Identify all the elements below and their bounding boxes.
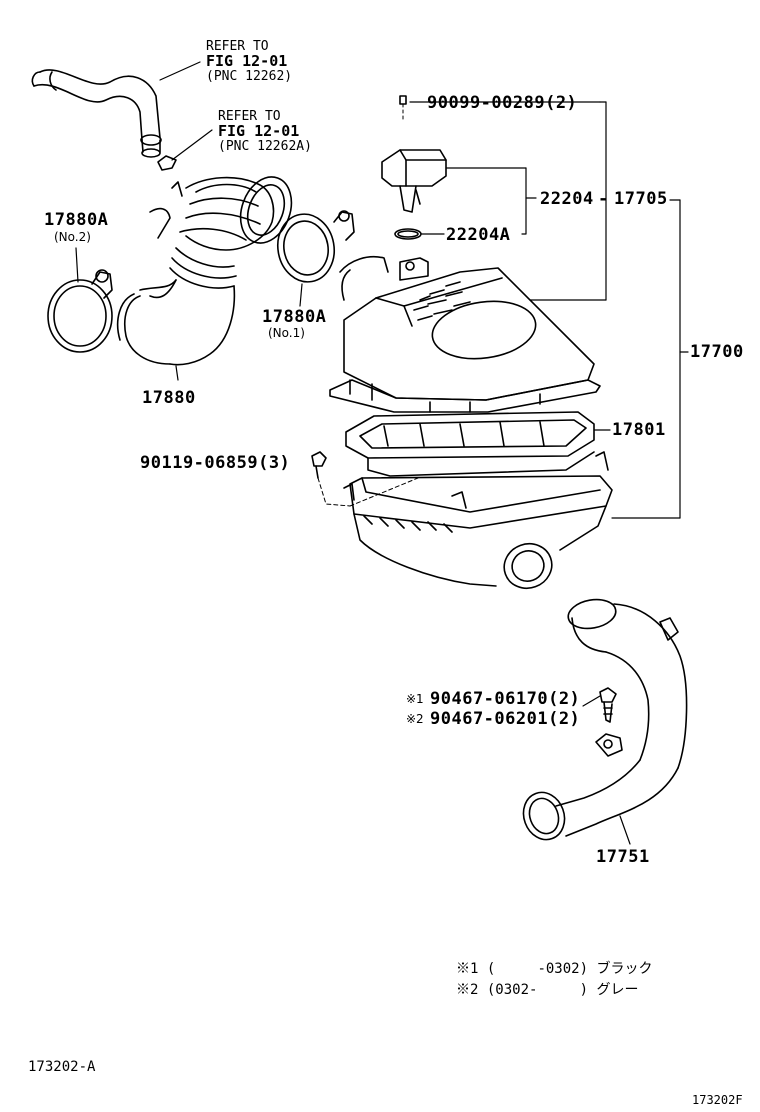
part-label-17751: 17751 xyxy=(596,847,650,867)
intake-hose-17880-drawing xyxy=(116,176,293,381)
reference-1-line2: FIG 12-01 xyxy=(206,52,288,70)
reference-2: REFER TO FIG 12-01 (PNC 12262A) xyxy=(218,110,312,153)
sensor-22204-drawing xyxy=(381,95,601,240)
reference-1: REFER TO FIG 12-01 (PNC 12262) xyxy=(206,40,292,83)
part-label-17700: 17700 xyxy=(690,342,744,362)
part-label-22204: 22204 xyxy=(540,189,594,209)
reference-1-line1: REFER TO xyxy=(206,39,269,54)
cap-17705-drawing xyxy=(329,101,607,413)
variant-note-1-mark: ※1 xyxy=(456,961,479,977)
part-sublabel-no2: (No.2) xyxy=(54,230,91,244)
part-label-17880: 17880 xyxy=(142,388,196,408)
separator-dash: - xyxy=(598,189,609,209)
part-label-17880a-no2: 17880A xyxy=(44,210,109,230)
reference-2-line3: (PNC 12262A) xyxy=(218,139,312,154)
upper-hose-drawing xyxy=(31,61,201,158)
figure-code: 173202F xyxy=(692,1093,743,1107)
part-label-90467-1: 90467-06170(2) xyxy=(430,689,581,709)
part-label-90467-1-mark: ※1 xyxy=(406,692,424,706)
variant-note-2-text: (0302- ) グレー xyxy=(486,982,639,998)
part-label-17880a-no1: 17880A xyxy=(262,307,327,327)
variant-note-1: ※1 ( -0302) ブラック xyxy=(456,962,652,976)
part-label-17705: 17705 xyxy=(614,189,668,209)
reference-2-line2: FIG 12-01 xyxy=(218,122,300,140)
case-17700-drawing xyxy=(343,199,689,590)
clamp-no2-drawing xyxy=(47,247,113,353)
clip-drawing xyxy=(157,129,213,171)
bolt-90119-drawing xyxy=(311,451,419,507)
part-sublabel-no1: (No.1) xyxy=(268,326,305,340)
variant-note-2: ※2 (0302- ) グレー xyxy=(456,983,638,997)
part-label-17801: 17801 xyxy=(612,420,666,440)
part-label-90099: 90099-00289(2) xyxy=(427,93,578,113)
clamp-no1-drawing xyxy=(277,210,355,307)
pipe-17751-drawing xyxy=(522,598,688,845)
part-label-22204a: 22204A xyxy=(446,225,511,245)
part-label-90467-2-mark: ※2 xyxy=(406,712,424,726)
illustration-code: 173202-A xyxy=(28,1059,96,1075)
filter-element-17801-drawing xyxy=(345,411,611,477)
reference-2-line1: REFER TO xyxy=(218,109,281,124)
part-label-90467-2: 90467-06201(2) xyxy=(430,709,581,729)
bolt-90467-drawing xyxy=(582,687,617,723)
reference-1-line3: (PNC 12262) xyxy=(206,69,293,84)
variant-note-2-mark: ※2 xyxy=(456,982,479,998)
part-label-90119: 90119-06859(3) xyxy=(140,453,291,473)
variant-note-1-text: ( -0302) ブラック xyxy=(486,961,653,977)
